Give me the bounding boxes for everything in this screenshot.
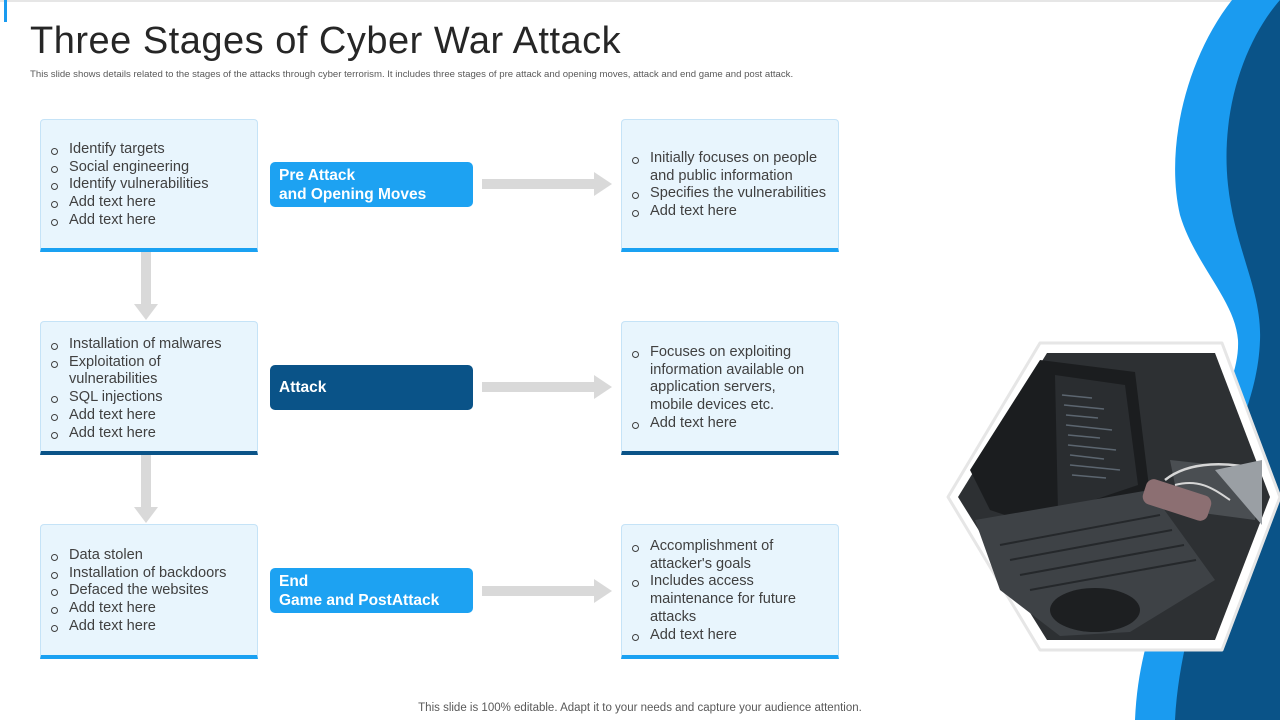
bullet-item: Add text here xyxy=(41,425,257,443)
stage-2-right-box: Focuses on exploiting information availa… xyxy=(621,321,839,455)
stage-1-label-text: Pre Attack and Opening Moves xyxy=(279,166,427,203)
footer-note: This slide is 100% editable. Adapt it to… xyxy=(418,702,862,714)
stage-2-label: Attack xyxy=(270,365,473,410)
bullet-item: Installation of malwares xyxy=(41,336,257,354)
bullet-item: Defaced the websites xyxy=(41,582,257,600)
page-subtitle: This slide shows details related to the … xyxy=(30,69,794,80)
right-arrow-3 xyxy=(482,579,612,603)
code-lines xyxy=(1061,394,1121,479)
bullet-item: Installation of backdoors xyxy=(41,565,257,583)
page-title: Three Stages of Cyber War Attack xyxy=(30,20,622,62)
bullet-item: Accomplishment of attacker's goals xyxy=(622,538,800,573)
bullet-item: Focuses on exploiting information availa… xyxy=(622,344,820,415)
down-arrow-1 xyxy=(134,252,158,320)
stage-1-left-box: Identify targets Social engineering Iden… xyxy=(40,119,258,252)
bullet-item: Add text here xyxy=(622,203,838,221)
top-accent-mark xyxy=(4,0,7,22)
bullet-item: Identify vulnerabilities xyxy=(41,176,257,194)
bullet-item: Social engineering xyxy=(41,159,257,177)
down-arrow-2 xyxy=(134,455,158,523)
stage-2-label-text: Attack xyxy=(279,379,327,396)
stage-3-left-box: Data stolen Installation of backdoors De… xyxy=(40,524,258,659)
bullet-item: Specifies the vulnerabilities xyxy=(622,185,838,203)
bullet-item: Add text here xyxy=(41,600,257,618)
bullet-item: Add text here xyxy=(622,415,838,433)
bullet-item: Includes access maintenance for future a… xyxy=(622,573,820,626)
stage-2-left-box: Installation of malwares Exploitation of… xyxy=(40,321,258,455)
bullet-item: Add text here xyxy=(41,618,257,636)
laptop-photo xyxy=(958,353,1270,640)
bullet-item: Identify targets xyxy=(41,141,257,159)
bullet-item: Exploitation of vulnerabilities xyxy=(41,354,189,389)
stage-1-label: Pre Attack and Opening Moves xyxy=(270,162,473,207)
bullet-item: Data stolen xyxy=(41,547,257,565)
right-arrow-1 xyxy=(482,172,612,196)
bullet-item: SQL injections xyxy=(41,389,257,407)
stage-1-right-box: Initially focuses on people and public i… xyxy=(621,119,839,252)
bullet-item: Add text here xyxy=(41,194,257,212)
top-divider xyxy=(0,0,1280,2)
stage-3-right-box: Accomplishment of attacker's goals Inclu… xyxy=(621,524,839,659)
bullet-item: Add text here xyxy=(41,407,257,425)
bullet-item: Initially focuses on people and public i… xyxy=(622,150,838,185)
bullet-item: Add text here xyxy=(41,212,257,230)
bullet-item: Add text here xyxy=(622,627,838,645)
stage-3-label: End Game and PostAttack xyxy=(270,568,473,613)
stage-3-label-text: End Game and PostAttack xyxy=(279,572,440,609)
keyboard-rows xyxy=(999,514,1197,591)
right-arrow-2 xyxy=(482,375,612,399)
